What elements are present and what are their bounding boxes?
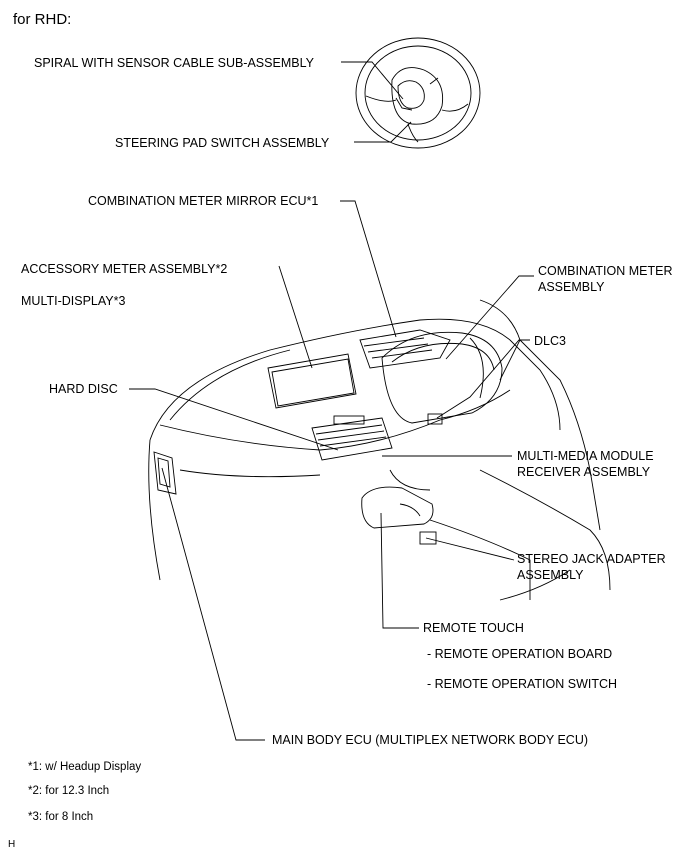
label-multimedia-line1: MULTI-MEDIA MODULE [517, 449, 654, 463]
combination-meter-drawing [381, 331, 503, 424]
dashboard-drawing [148, 299, 611, 601]
footnote-1: *1: w/ Headup Display [28, 761, 142, 773]
label-combination-meter-line2: ASSEMBLY [538, 280, 605, 294]
remote-touch-drawing [361, 486, 434, 529]
label-stereo-jack-line2: ASSEMBLY [517, 568, 584, 582]
label-stereo-jack-line1: STEREO JACK ADAPTER [517, 552, 666, 566]
label-main-body-ecu: MAIN BODY ECU (MULTIPLEX NETWORK BODY EC… [272, 733, 589, 747]
stereo-jack-drawing [419, 531, 437, 545]
label-remote-operation-board: - REMOTE OPERATION BOARD [427, 647, 613, 661]
label-dlc3: DLC3 [534, 334, 566, 348]
dlc3-drawing [427, 413, 443, 425]
label-mirror-ecu: COMBINATION METER MIRROR ECU*1 [88, 194, 319, 208]
footnote-3: *3: for 8 Inch [28, 811, 94, 823]
main-body-ecu-drawing [153, 451, 177, 495]
steering-wheel-drawing [355, 37, 481, 149]
diagram-heading: for RHD: [13, 11, 72, 28]
label-multi-display: MULTI-DISPLAY*3 [21, 294, 126, 308]
label-spiral-cable: SPIRAL WITH SENSOR CABLE SUB-ASSEMBLY [34, 56, 314, 70]
label-accessory-meter: ACCESSORY METER ASSEMBLY*2 [21, 262, 228, 276]
corner-mark: H [8, 839, 16, 850]
label-multimedia-line2: RECEIVER ASSEMBLY [517, 465, 651, 479]
multimedia-receiver-drawing [311, 415, 393, 461]
label-remote-operation-switch: - REMOTE OPERATION SWITCH [427, 677, 618, 691]
label-combination-meter-line1: COMBINATION METER [538, 264, 673, 278]
label-remote-touch: REMOTE TOUCH [423, 621, 524, 635]
label-steering-pad-switch: STEERING PAD SWITCH ASSEMBLY [115, 136, 330, 150]
mirror-ecu-drawing [359, 329, 451, 369]
leader-lines [129, 61, 534, 741]
label-hard-disc: HARD DISC [49, 382, 118, 396]
footnote-2: *2: for 12.3 Inch [28, 785, 110, 797]
accessory-meter-drawing [267, 353, 357, 409]
